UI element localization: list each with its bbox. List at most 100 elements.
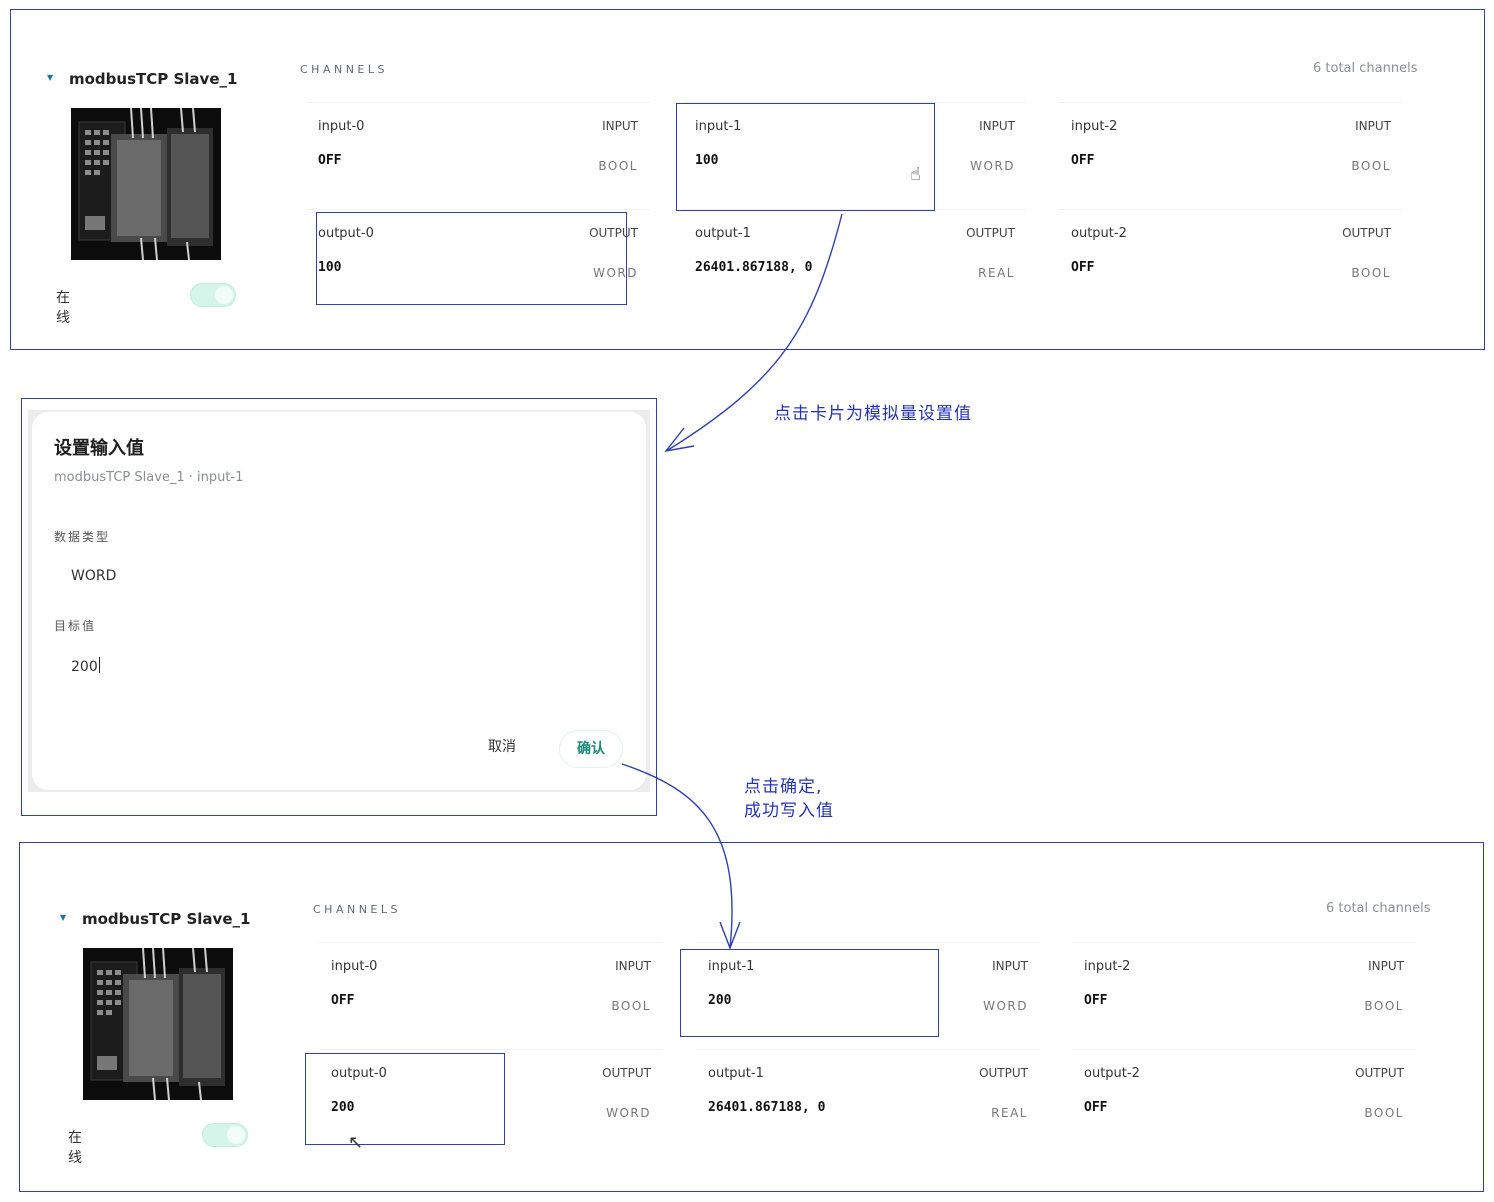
channel-type: WORD <box>970 159 1015 173</box>
arrow-confirm-to-result-head <box>719 921 741 950</box>
channel-card-output-0[interactable]: output-0 OUTPUT 100 WORD <box>306 209 650 306</box>
channels-heading: CHANNELS <box>300 63 388 76</box>
channel-card-output-1[interactable]: output-1 OUTPUT 26401.867188, 0 REAL <box>683 209 1027 306</box>
collapse-caret-icon[interactable]: ▼ <box>47 73 54 82</box>
text-caret <box>98 657 100 673</box>
target-value-input[interactable]: 200 <box>71 657 100 675</box>
device-photo-image <box>83 948 233 1100</box>
channel-name: output-0 <box>318 226 374 241</box>
channel-type: BOOL <box>1364 1106 1404 1120</box>
channel-name: input-2 <box>1071 119 1118 134</box>
target-value-text: 200 <box>71 659 98 675</box>
toggle-knob <box>215 286 233 304</box>
channel-value: 200 <box>331 1100 355 1115</box>
channel-type: BOOL <box>1351 266 1391 280</box>
device-name: modbusTCP Slave_1 <box>69 70 238 88</box>
channel-value: 26401.867188, 0 <box>695 260 813 275</box>
dialog-subtitle: modbusTCP Slave_1 · input-1 <box>54 470 244 485</box>
channel-type: BOOL <box>611 999 651 1013</box>
channel-value: OFF <box>1071 260 1095 275</box>
channel-value: 200 <box>708 993 732 1008</box>
cancel-button[interactable]: 取消 <box>488 739 516 755</box>
arrow-confirm-to-result <box>621 763 733 949</box>
bottom-panel-frame <box>19 842 1484 1192</box>
arrow-card-to-dialog-head <box>664 427 695 453</box>
channel-card-input-2[interactable]: input-2 INPUT OFF BOOL <box>1072 942 1416 1039</box>
collapse-caret-icon[interactable]: ▼ <box>60 913 67 922</box>
channel-direction: INPUT <box>602 119 638 133</box>
channel-type: BOOL <box>1364 999 1404 1013</box>
channel-value: 100 <box>695 153 719 168</box>
channel-name: output-0 <box>331 1066 387 1081</box>
channel-type: WORD <box>593 266 638 280</box>
channel-type: WORD <box>983 999 1028 1013</box>
channel-value: OFF <box>1084 993 1108 1008</box>
channel-name: output-2 <box>1071 226 1127 241</box>
set-input-dialog: 设置输入值 modbusTCP Slave_1 · input-1 数据类型 W… <box>32 412 646 790</box>
channel-direction: OUTPUT <box>602 1066 651 1080</box>
channel-value: 100 <box>318 260 342 275</box>
channel-card-input-1[interactable]: input-1 INPUT 200 WORD <box>696 942 1040 1039</box>
channel-direction: INPUT <box>979 119 1015 133</box>
channel-name: input-0 <box>331 959 378 974</box>
online-toggle[interactable] <box>202 1123 248 1147</box>
channel-card-input-2[interactable]: input-2 INPUT OFF BOOL <box>1059 102 1403 199</box>
annotation-note-confirm-line2: 成功写入值 <box>744 801 834 821</box>
channel-value: OFF <box>1071 153 1095 168</box>
device-photo-image <box>71 108 221 260</box>
confirm-button[interactable]: 确认 <box>559 730 623 768</box>
channel-name: output-1 <box>695 226 751 241</box>
channel-type: REAL <box>991 1106 1028 1120</box>
channel-value: 26401.867188, 0 <box>708 1100 826 1115</box>
channel-name: output-1 <box>708 1066 764 1081</box>
channel-name: input-0 <box>318 119 365 134</box>
channel-direction: OUTPUT <box>966 226 1015 240</box>
channel-name: input-1 <box>695 119 742 134</box>
channel-name: input-1 <box>708 959 755 974</box>
channel-direction: OUTPUT <box>1342 226 1391 240</box>
channel-value: OFF <box>318 153 342 168</box>
channel-direction: OUTPUT <box>979 1066 1028 1080</box>
channel-direction: OUTPUT <box>1355 1066 1404 1080</box>
arrow-card-to-dialog <box>667 213 843 451</box>
channel-direction: INPUT <box>992 959 1028 973</box>
channel-type: BOOL <box>598 159 638 173</box>
annotation-note-confirm: 点击确定, 成功写入值 <box>744 775 834 823</box>
device-status-label: 在线 <box>68 1130 82 1166</box>
channel-card-input-1[interactable]: input-1 INPUT 100 WORD <box>683 102 1027 199</box>
online-toggle[interactable] <box>190 283 236 307</box>
channel-direction: INPUT <box>1355 119 1391 133</box>
channel-direction: INPUT <box>615 959 651 973</box>
channel-card-output-0[interactable]: output-0 OUTPUT 200 WORD <box>319 1049 663 1146</box>
dialog-title: 设置输入值 <box>54 438 144 459</box>
top-panel-frame <box>10 9 1485 350</box>
channel-direction: OUTPUT <box>589 226 638 240</box>
channel-card-input-0[interactable]: input-0 INPUT OFF BOOL <box>319 942 663 1039</box>
device-name: modbusTCP Slave_1 <box>82 910 251 928</box>
channel-card-output-1[interactable]: output-1 OUTPUT 26401.867188, 0 REAL <box>696 1049 1040 1146</box>
channel-card-output-2[interactable]: output-2 OUTPUT OFF BOOL <box>1059 209 1403 306</box>
toggle-knob <box>227 1126 245 1144</box>
channel-type: REAL <box>978 266 1015 280</box>
arrow-pointer-icon: ↖ <box>348 1132 364 1153</box>
channel-direction: INPUT <box>1368 959 1404 973</box>
channel-value: OFF <box>331 993 355 1008</box>
annotation-note-click-card: 点击卡片为模拟量设置值 <box>774 404 972 424</box>
target-value-label: 目标值 <box>54 619 97 633</box>
channel-value: OFF <box>1084 1100 1108 1115</box>
channel-type: WORD <box>606 1106 651 1120</box>
channels-heading: CHANNELS <box>313 903 401 916</box>
data-type-value: WORD <box>71 568 117 584</box>
total-channels-count: 6 total channels <box>1326 901 1431 916</box>
channel-type: BOOL <box>1351 159 1391 173</box>
channel-card-output-2[interactable]: output-2 OUTPUT OFF BOOL <box>1072 1049 1416 1146</box>
device-status-label: 在线 <box>56 290 70 326</box>
channel-name: output-2 <box>1084 1066 1140 1081</box>
channel-card-input-0[interactable]: input-0 INPUT OFF BOOL <box>306 102 650 199</box>
data-type-label: 数据类型 <box>54 530 111 544</box>
hand-pointer-icon: ☝ <box>910 164 921 185</box>
annotation-note-confirm-line1: 点击确定, <box>744 777 823 797</box>
channel-name: input-2 <box>1084 959 1131 974</box>
total-channels-count: 6 total channels <box>1313 61 1418 76</box>
